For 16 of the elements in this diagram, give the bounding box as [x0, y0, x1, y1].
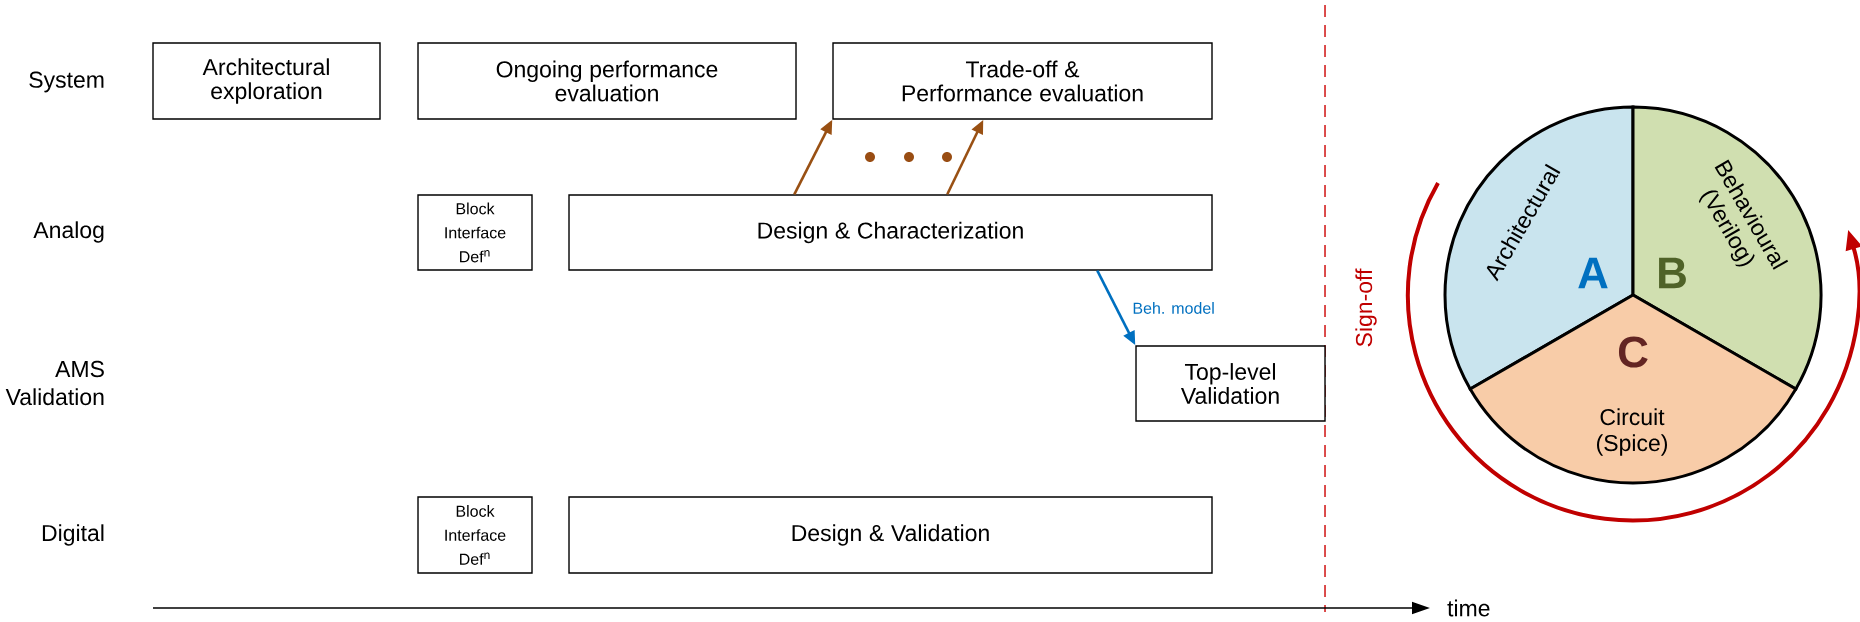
process-box: Block Interface Def$^{n}$ — [417, 194, 533, 271]
row-label: AMS Validation — [5, 360, 104, 406]
process-box: Design & Characterization — [568, 194, 1213, 271]
sign-off-label: Sign-off — [1355, 268, 1377, 347]
axis-label: time — [1447, 599, 1490, 617]
process-box: Block Interface Def$^{n}$ — [417, 496, 533, 574]
pie-sector: C Circuit (Spice) — [1468, 293, 1798, 485]
row-label: System — [29, 71, 104, 93]
edge-label: Beh. model — [1130, 300, 1217, 316]
process-box: Design & Validation — [568, 496, 1213, 574]
process-box: Ongoing performance evaluation — [417, 42, 797, 120]
process-box: Architectural exploration — [152, 42, 381, 120]
process-box: Trade-off & Performance evaluation — [832, 42, 1213, 120]
row-label: Digital — [42, 524, 104, 546]
process-box: Top-level Validation — [1135, 345, 1326, 422]
row-label: Analog — [33, 221, 104, 243]
